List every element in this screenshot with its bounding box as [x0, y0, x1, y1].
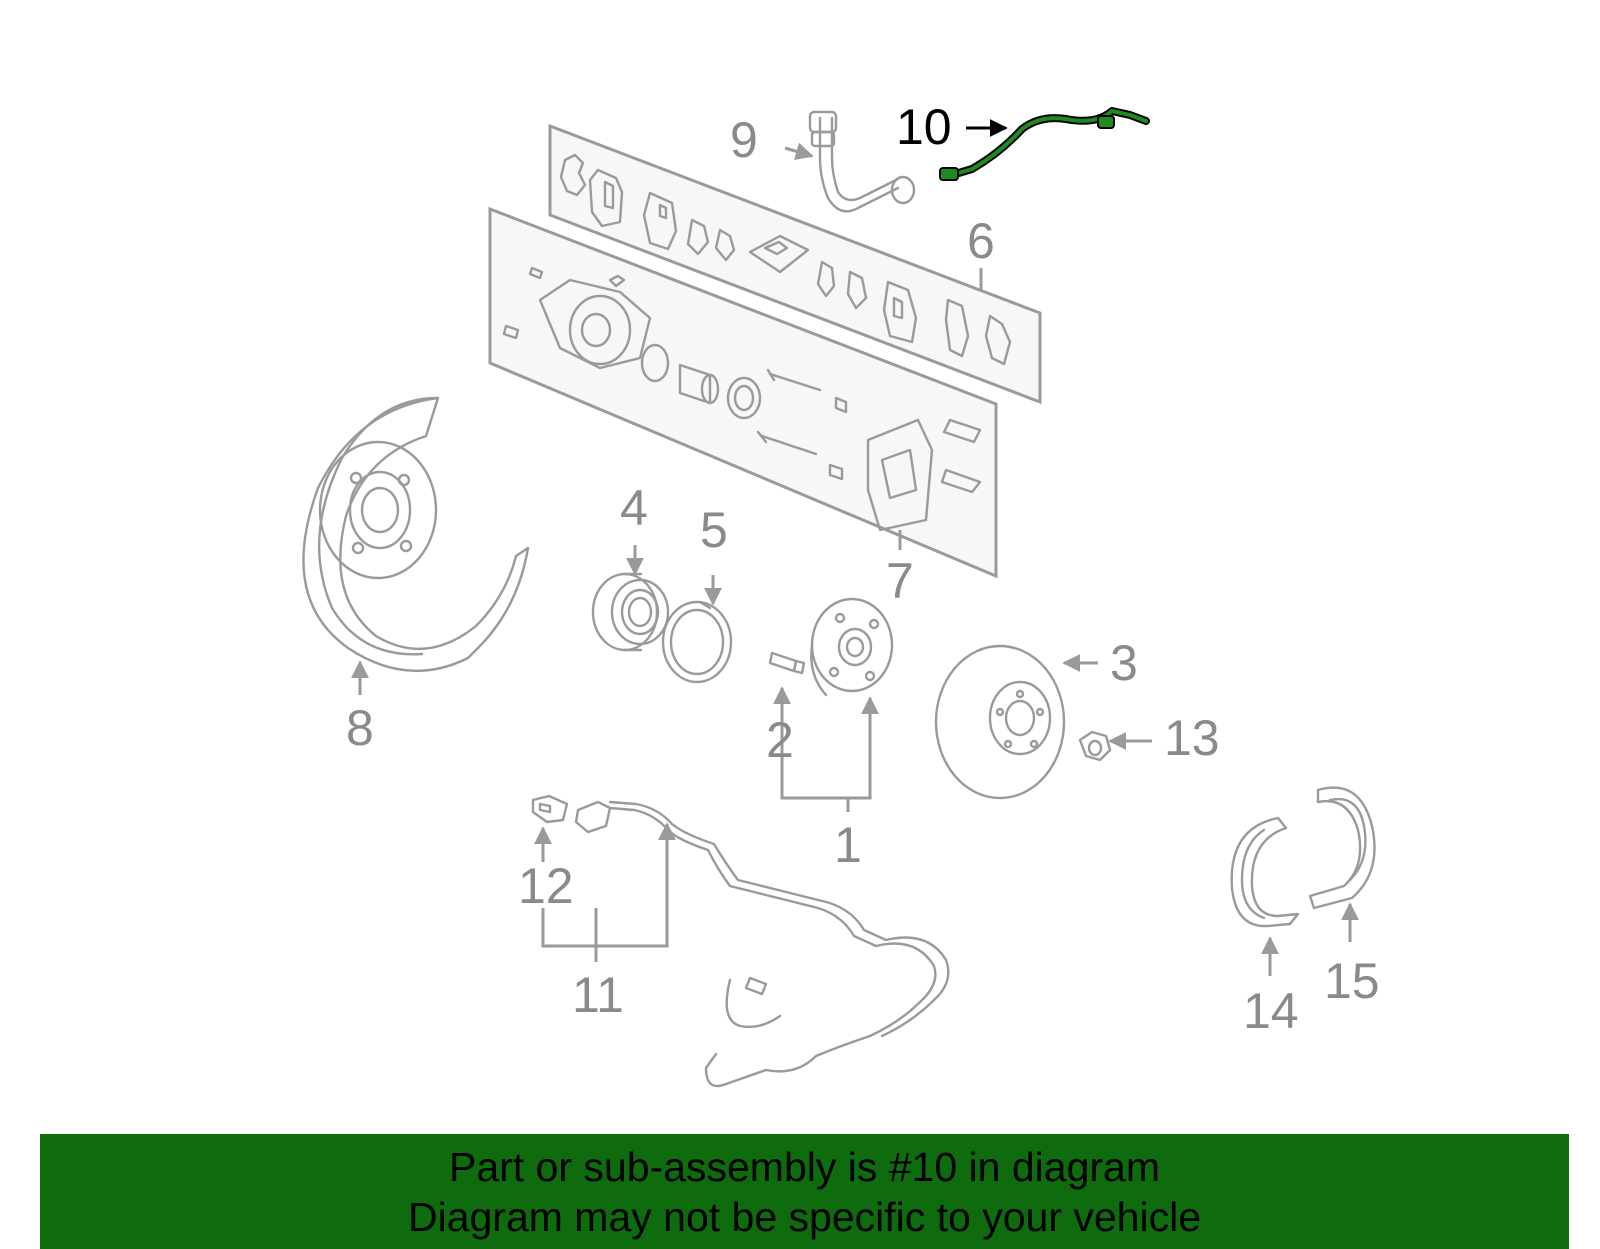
part-4-wheel-bearing[interactable] — [591, 572, 670, 652]
banner-part-note: Part or sub-assembly is #10 in diagram — [449, 1144, 1160, 1190]
part-13-hub-nut[interactable] — [1078, 730, 1112, 762]
part-9-brake-line[interactable] — [808, 110, 916, 213]
callout-7: 7 — [886, 553, 914, 609]
part-10-brake-hose[interactable] — [939, 107, 1150, 181]
part-11-abs-sensor[interactable] — [574, 800, 950, 1088]
part-5-snap-ring[interactable] — [661, 600, 733, 684]
callout-8: 8 — [346, 700, 374, 756]
callout-12: 12 — [518, 858, 574, 914]
callout-9: 9 — [730, 112, 758, 168]
part-2-wheel-stud[interactable] — [768, 651, 806, 675]
callout-6: 6 — [967, 213, 995, 269]
part-3-brake-rotor[interactable] — [934, 644, 1066, 800]
callout-5: 5 — [700, 502, 728, 558]
callout-2: 2 — [766, 712, 794, 768]
callout-13: 13 — [1164, 710, 1220, 766]
info-banner: Part or sub-assembly is #10 in diagram D… — [40, 1134, 1569, 1249]
callout-labels: 9 10 6 7 8 4 5 3 13 2 1 12 11 14 15 — [346, 99, 1380, 1039]
callout-11: 11 — [572, 967, 624, 1023]
leader-lines — [351, 119, 1359, 976]
part-6-pad-kit[interactable] — [548, 123, 1042, 405]
part-12-clip[interactable] — [531, 794, 569, 824]
part-15-parking-shoe[interactable] — [1308, 786, 1376, 910]
callout-14: 14 — [1243, 983, 1299, 1039]
part-7-caliper-kit[interactable] — [488, 206, 998, 579]
callout-15: 15 — [1324, 953, 1380, 1009]
callout-3: 3 — [1110, 635, 1138, 691]
callout-4: 4 — [620, 480, 648, 536]
part-1-hub-assembly[interactable] — [810, 597, 894, 697]
part-8-backing-plate[interactable] — [302, 396, 530, 673]
callout-1: 1 — [834, 817, 862, 873]
banner-disclaimer: Diagram may not be specific to your vehi… — [407, 1194, 1201, 1240]
callout-10: 10 — [896, 99, 952, 155]
part-14-parking-shoe[interactable] — [1230, 816, 1300, 928]
